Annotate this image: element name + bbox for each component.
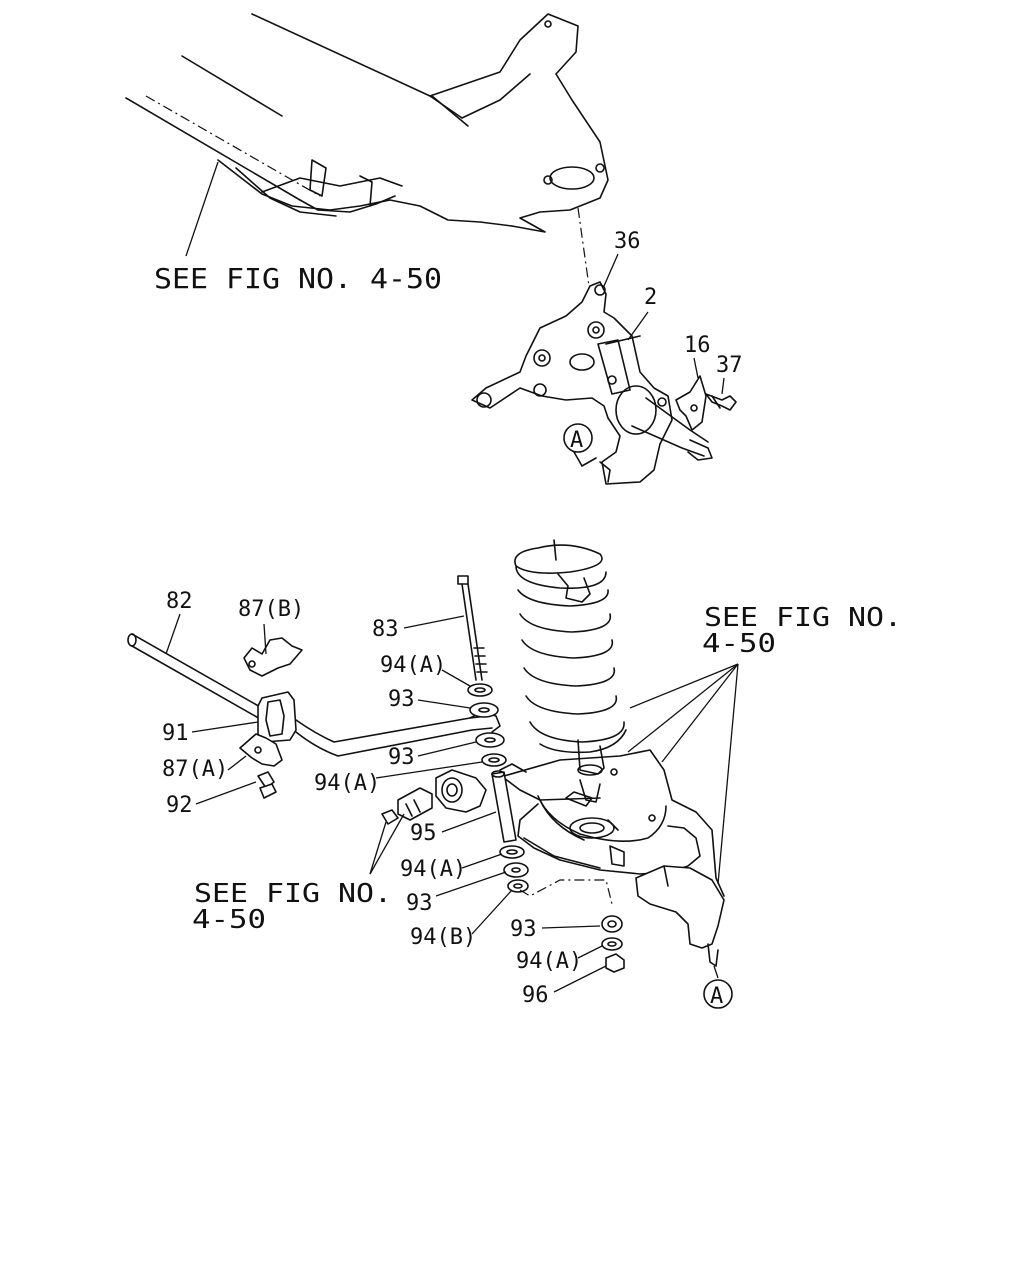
- see-fig-top-leader: [185, 161, 219, 257]
- callout-94a-1: 94(A): [380, 653, 446, 678]
- leader-94b: [471, 889, 513, 935]
- callout-16: 16: [684, 333, 711, 358]
- callout-93-2: 93: [388, 745, 415, 770]
- callout-2: 2: [644, 285, 657, 310]
- leader-94a-1: [441, 669, 471, 687]
- see-fig-left-line2: 4-50: [192, 905, 266, 935]
- leader-83: [403, 615, 465, 629]
- leader-94a-2: [375, 761, 483, 779]
- stabilizer-bushing: [257, 691, 297, 743]
- callout-95: 95: [410, 821, 437, 846]
- leader-37: [721, 377, 725, 395]
- leader-93-4: [541, 925, 601, 929]
- leader-92: [195, 781, 257, 805]
- callout-94a-4: 94(A): [516, 949, 582, 974]
- callout-94a-2: 94(A): [314, 771, 380, 796]
- pivot-bolt: [381, 787, 433, 825]
- leader-82: [165, 613, 181, 655]
- callout-93-3: 93: [406, 891, 433, 916]
- leader-96: [553, 965, 607, 993]
- arm-bushing: [435, 769, 487, 813]
- knuckle-bolt-part: [705, 393, 737, 411]
- connection-marker-a-top: A: [563, 423, 597, 467]
- leader-93-3: [435, 871, 507, 897]
- ball-joint: [635, 865, 725, 967]
- callout-94b: 94(B): [410, 925, 476, 950]
- leader-2: [627, 311, 649, 341]
- leader-87b: [263, 623, 267, 655]
- spacer-pipe-95: [491, 770, 517, 843]
- callout-82: 82: [166, 589, 193, 614]
- lower-control-arm: [499, 749, 725, 897]
- coil-spring: [514, 539, 627, 807]
- svg-text:A: A: [570, 428, 583, 453]
- callout-94a-3: 94(A): [400, 857, 466, 882]
- leader-94a-3: [461, 853, 503, 869]
- dust-plate-part: [675, 375, 707, 431]
- svg-text:A: A: [710, 984, 723, 1009]
- right-washer-stack: [601, 915, 625, 973]
- callout-36: 36: [614, 229, 641, 254]
- see-fig-right-line2: 4-50: [702, 629, 776, 659]
- see-fig-left-leaders: [369, 813, 405, 875]
- see-fig-right-line1: SEE FIG NO.: [704, 603, 902, 633]
- link-bolt-83: [457, 575, 488, 681]
- callout-87a: 87(A): [162, 757, 228, 782]
- see-fig-top-label: SEE FIG NO. 4-50: [154, 262, 442, 295]
- leader-36: [603, 253, 619, 287]
- bolt-hidden-line: [519, 879, 613, 905]
- upper-washer-stack: [467, 683, 507, 767]
- leader-94a-4: [577, 945, 603, 959]
- frame-crossmember: [125, 13, 609, 233]
- callout-87b: 87(B): [238, 597, 304, 622]
- leader-95: [441, 811, 497, 833]
- leader-93-2: [417, 741, 477, 757]
- steering-knuckle: [471, 281, 713, 485]
- see-fig-left-line1: SEE FIG NO.: [194, 879, 392, 909]
- callout-37: 37: [716, 353, 743, 378]
- leader-91: [191, 721, 259, 733]
- callout-96: 96: [522, 983, 549, 1008]
- callout-91: 91: [162, 721, 189, 746]
- leader-93-1: [417, 699, 471, 709]
- bracket-87a-part: [239, 733, 283, 767]
- callout-92: 92: [166, 793, 193, 818]
- see-fig-right-leaders: [627, 663, 739, 885]
- connection-marker-a-bottom: A: [703, 965, 733, 1009]
- callout-93-4: 93: [510, 917, 537, 942]
- lower-washer-stack: [499, 845, 529, 893]
- leader-16: [693, 357, 699, 379]
- bolt-92-part: [257, 771, 277, 799]
- bracket-87b-part: [243, 637, 303, 677]
- callout-93-1: 93: [388, 687, 415, 712]
- leader-87a: [227, 755, 247, 771]
- callout-83: 83: [372, 617, 399, 642]
